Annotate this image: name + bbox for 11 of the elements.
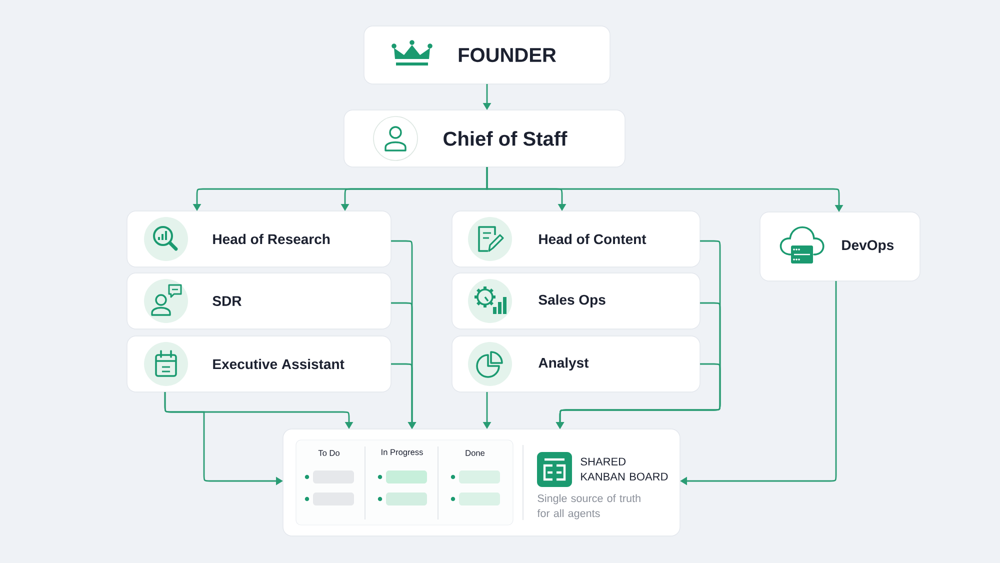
column-heading: In Progress	[382, 449, 423, 457]
role-card: DevOps	[760, 212, 920, 282]
column-heading: To Do	[318, 450, 340, 456]
title-card: Chief of Staff	[344, 110, 626, 168]
role-card: SDR	[126, 272, 392, 330]
title-card: FOUNDER	[364, 26, 610, 84]
role-card: Head of Research	[126, 210, 392, 268]
board-subtitle: Single source of truth for all agents	[537, 494, 640, 520]
role-card: Executive Assistant	[126, 336, 392, 392]
column-heading: Done	[466, 450, 485, 456]
board-title: SHARED KANBAN BOARD	[580, 458, 668, 480]
